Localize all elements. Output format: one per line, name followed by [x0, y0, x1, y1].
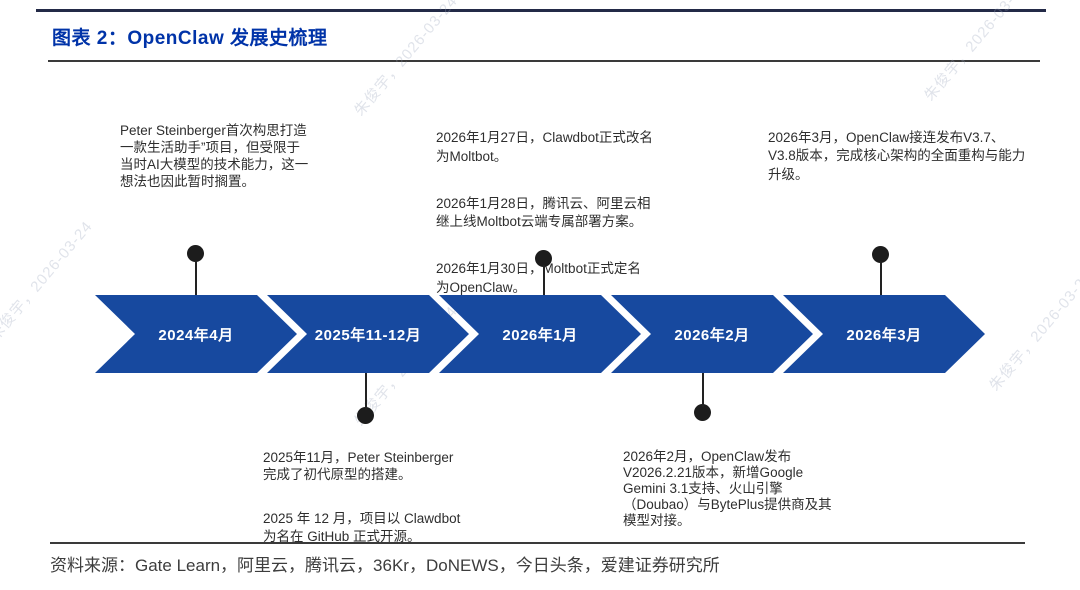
- timeline-arrow-2026-01: 2026年1月: [439, 295, 641, 373]
- note-paragraph: 2026年1月27日，Clawdbot正式改名 为Moltbot。: [436, 129, 653, 164]
- connector-line: [543, 265, 545, 296]
- note-paragraph: 2026年1月30日，Moltbot正式定名 为OpenClaw。: [436, 261, 641, 296]
- note-2026-01: 2026年1月27日，Clawdbot正式改名 为Moltbot。 2026年1…: [436, 110, 696, 326]
- note-2025-11-12: 2025年11月，Peter Steinberger 完成了初代原型的搭建。 2…: [263, 431, 498, 572]
- note-paragraph: 2026年3月，OpenClaw接连发布V3.7、 V3.8版本，完成核心架构的…: [768, 129, 1026, 182]
- source-divider: [50, 542, 1025, 544]
- connector-line: [880, 261, 882, 296]
- timeline-arrow-2026-02: 2026年2月: [611, 295, 813, 373]
- connector-dot: [872, 246, 889, 263]
- note-2024-04: Peter Steinberger首次构思打造 一款生活助手”项目，但受限于 当…: [120, 106, 335, 216]
- note-paragraph: Peter Steinberger首次构思打造 一款生活助手”项目，但受限于 当…: [120, 122, 309, 189]
- note-paragraph: 2025 年 12 月，项目以 Clawdbot 为名在 GitHub 正式开源…: [263, 511, 461, 544]
- timeline-arrow-2024-04: 2024年4月: [95, 295, 297, 373]
- note-2026-03: 2026年3月，OpenClaw接连发布V3.7、 V3.8版本，完成核心架构的…: [768, 110, 1068, 212]
- note-paragraph: 2025年11月，Peter Steinberger 完成了初代原型的搭建。: [263, 449, 454, 483]
- timeline-arrow-label: 2024年4月: [158, 326, 234, 344]
- watermark-text: 朱俊宇，2026-03-24: [921, 0, 1032, 105]
- note-2026-02: 2026年2月，OpenClaw发布 V2026.2.21版本，新增Google…: [623, 433, 868, 553]
- connector-line: [195, 260, 197, 296]
- connector-dot: [357, 407, 374, 424]
- title-divider: [48, 60, 1040, 62]
- figure-title: 图表 2：OpenClaw 发展史梳理: [52, 28, 328, 49]
- connector-dot: [694, 404, 711, 421]
- connector-dot: [187, 245, 204, 262]
- note-paragraph: 2026年2月，OpenClaw发布 V2026.2.21版本，新增Google…: [623, 448, 832, 528]
- timeline-arrow-label: 2026年2月: [674, 326, 750, 344]
- timeline-arrow-label: 2025年11-12月: [314, 326, 422, 344]
- top-divider: [36, 9, 1046, 12]
- connector-line: [702, 372, 704, 407]
- connector-dot: [535, 250, 552, 267]
- note-paragraph: 2026年1月28日，腾讯云、阿里云相 继上线Moltbot云端专属部署方案。: [436, 195, 651, 230]
- timeline-arrow-label: 2026年1月: [502, 326, 578, 344]
- timeline-arrow-2025-11-12: 2025年11-12月: [267, 295, 469, 373]
- watermark-text: 朱俊宇，2026-03-24: [0, 217, 97, 345]
- connector-line: [365, 372, 367, 410]
- watermark-text: 朱俊宇，2026-03-24: [986, 267, 1080, 395]
- timeline-arrow-2026-03: 2026年3月: [783, 295, 985, 373]
- timeline-arrow-label: 2026年3月: [846, 326, 922, 344]
- source-note: 资料来源：Gate Learn，阿里云，腾讯云，36Kr，DoNEWS，今日头条…: [50, 556, 720, 575]
